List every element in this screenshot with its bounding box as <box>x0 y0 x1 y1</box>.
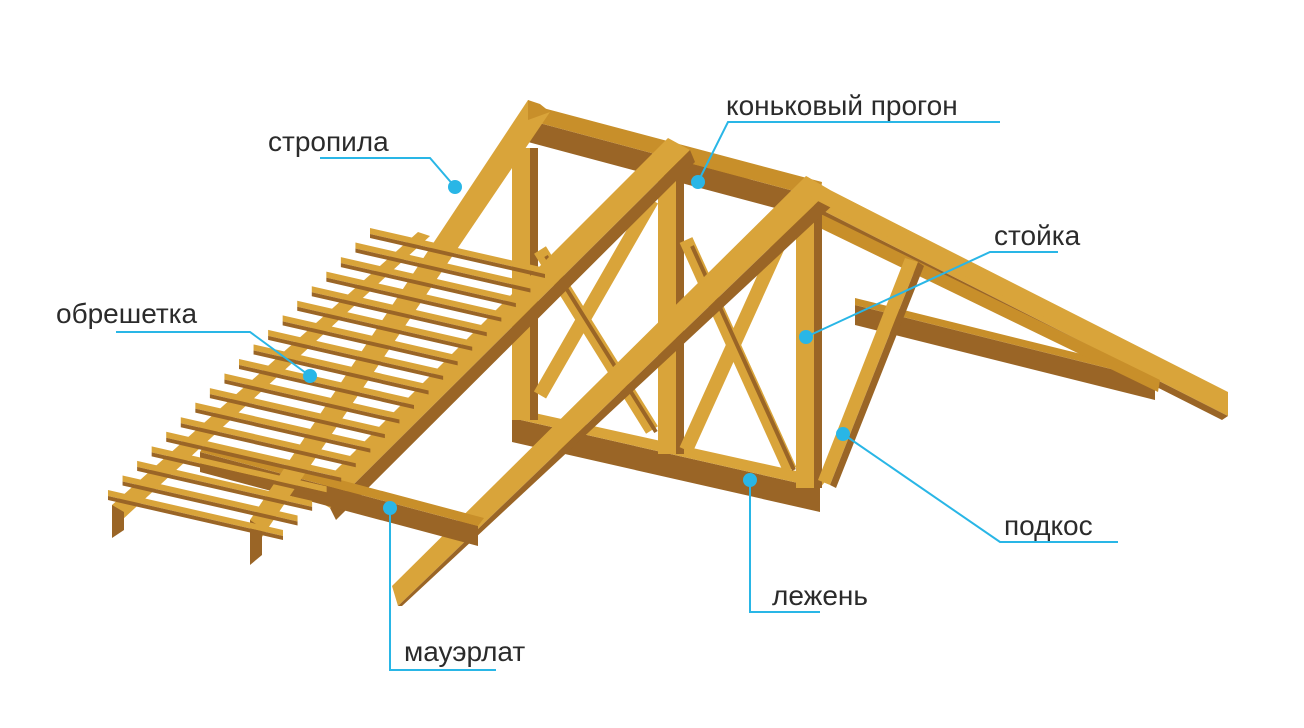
sill-beam-marker <box>743 473 757 487</box>
lathing-batten <box>326 271 502 318</box>
right-side-beam <box>855 298 1162 400</box>
lathing-batten-edge <box>355 248 531 293</box>
post-label: стойка <box>994 220 1081 251</box>
lathing-batten-edge <box>297 306 473 351</box>
lathing-batten <box>297 300 473 347</box>
callout-dots <box>303 175 850 515</box>
lathing-batten <box>268 329 444 376</box>
lathing-batten <box>239 359 414 405</box>
rafter-leftmost <box>112 232 430 538</box>
lathing-label: обрешетка <box>56 298 198 329</box>
rafter-front-right <box>806 176 1226 410</box>
rafters-marker <box>448 180 462 194</box>
lathing-batten-edge <box>209 394 385 439</box>
lathing-batten <box>166 431 342 478</box>
mauerlat-label: мауэрлат <box>404 636 526 667</box>
lathing-battens <box>108 228 545 540</box>
lathing-batten <box>137 460 313 507</box>
lathing-batten <box>311 286 487 333</box>
lathing-batten-edge <box>239 365 414 409</box>
lathing-batten-edge <box>180 423 356 468</box>
lathing-batten <box>370 228 545 274</box>
lathing-batten <box>253 344 429 391</box>
lathing-batten-edge <box>166 437 342 482</box>
lathing-batten-edge <box>268 335 444 380</box>
rafter-front-left <box>392 176 834 606</box>
ridge-purlin-marker <box>691 175 705 189</box>
lathing-batten <box>282 315 458 362</box>
lathing-batten-edge <box>282 321 458 366</box>
lathing-batten-edge <box>195 408 371 453</box>
brace-marker <box>836 427 850 441</box>
lathing-batten-edge <box>340 263 516 308</box>
lathing-batten-edge <box>370 234 545 278</box>
lathing-batten <box>122 475 298 522</box>
lathing-batten <box>108 490 283 536</box>
callout-lines <box>116 121 1118 671</box>
lathing-batten-edge <box>108 496 283 540</box>
lathing-batten-edge <box>253 350 429 395</box>
lathing-batten-edge <box>151 452 327 497</box>
lathing-batten-edge <box>122 481 298 526</box>
brace-label: подкос <box>1004 510 1093 541</box>
post-marker <box>799 330 813 344</box>
lathing-batten-edge <box>311 292 487 337</box>
lathing-batten <box>355 242 531 289</box>
sill-beam-label: лежень <box>772 580 868 611</box>
rafter-middle <box>310 138 695 520</box>
lathing-batten <box>195 402 371 449</box>
lathing-batten <box>180 417 356 464</box>
lathing-batten-edge <box>326 277 502 322</box>
lathing-batten <box>209 388 385 435</box>
lathing-batten-edge <box>224 379 400 424</box>
mauerlat-marker <box>383 501 397 515</box>
lathing-batten <box>224 373 400 420</box>
lathing-marker <box>303 369 317 383</box>
ridge-purlin-label: коньковый прогон <box>726 90 958 121</box>
lathing-batten-edge <box>137 466 313 511</box>
lathing-batten <box>151 446 327 493</box>
rafters-label: стропила <box>268 126 389 157</box>
lathing-batten <box>340 257 516 304</box>
